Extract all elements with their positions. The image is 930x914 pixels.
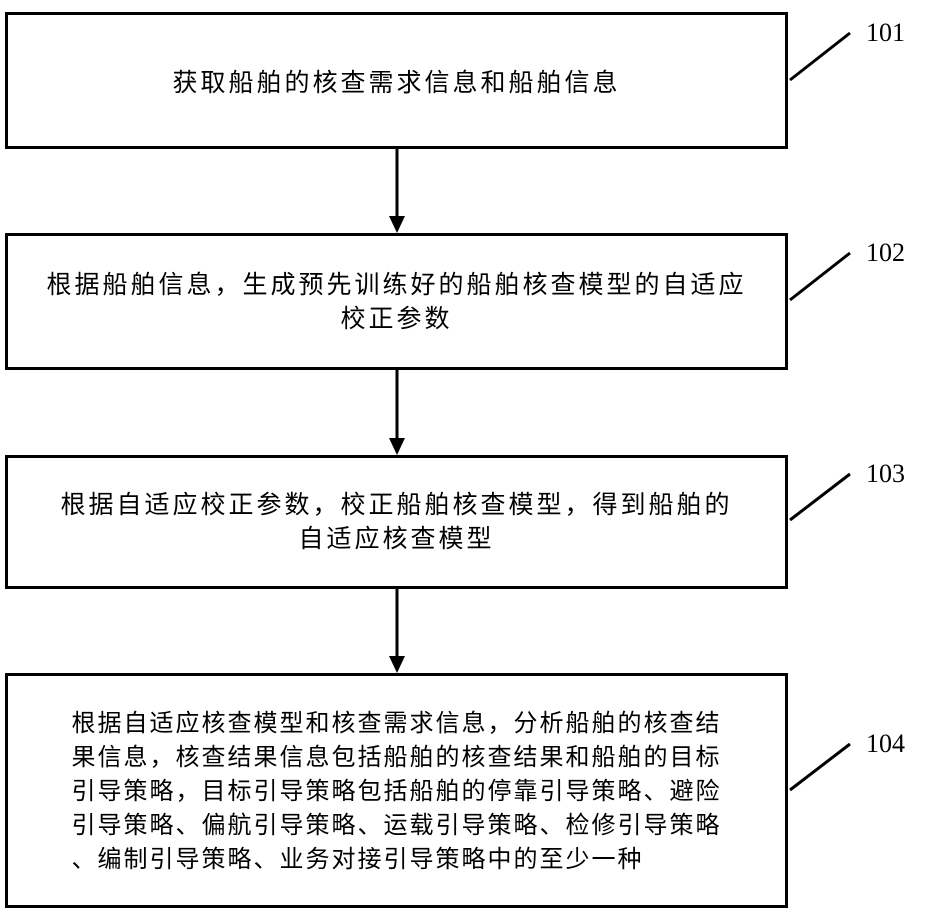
step-104-line-1: 根据自适应核查模型和核查需求信息，分析船舶的核查结 bbox=[71, 708, 722, 737]
step-text-102: 根据船舶信息，生成预先训练好的船舶核查模型的自适应 校正参数 bbox=[46, 268, 746, 336]
arrow-102-to-103 bbox=[389, 370, 405, 455]
step-box-102: 根据船舶信息，生成预先训练好的船舶核查模型的自适应 校正参数 bbox=[5, 233, 788, 370]
step-text-104: 根据自适应核查模型和核查需求信息，分析船舶的核查结 果信息，核查结果信息包括船舶… bbox=[72, 706, 722, 876]
step-number-104: 104 bbox=[866, 729, 905, 758]
arrow-101-to-102 bbox=[389, 149, 405, 233]
step-104-line-4: 引导策略、偏航引导策略、运载引导策略、检修引导策略 bbox=[71, 810, 722, 839]
step-number-102: 102 bbox=[866, 238, 905, 267]
step-104-line-5: 、编制引导策略、业务对接引导策略中的至少一种 bbox=[71, 844, 644, 873]
step-box-101: 获取船舶的核查需求信息和船舶信息 bbox=[5, 12, 788, 149]
step-103-line-2: 自适应核查模型 bbox=[298, 524, 495, 553]
step-104-line-2: 果信息，核查结果信息包括船舶的核查结果和船舶的目标 bbox=[71, 742, 722, 771]
step-101-line-1: 获取船舶的核查需求信息和船舶信息 bbox=[172, 67, 621, 97]
arrow-103-to-104 bbox=[389, 589, 405, 673]
step-number-101: 101 bbox=[866, 18, 905, 47]
step-box-103: 根据自适应校正参数，校正船舶核查模型，得到船舶的 自适应核查模型 bbox=[5, 455, 788, 589]
leader-line-102 bbox=[789, 251, 851, 302]
step-102-line-1: 根据船舶信息，生成预先训练好的船舶核查模型的自适应 bbox=[46, 269, 747, 299]
leader-line-103 bbox=[789, 472, 851, 522]
step-box-104: 根据自适应核查模型和核查需求信息，分析船舶的核查结 果信息，核查结果信息包括船舶… bbox=[5, 673, 788, 908]
step-103-line-1: 根据自适应校正参数，校正船舶核查模型，得到船舶的 bbox=[60, 490, 733, 519]
step-number-103: 103 bbox=[866, 459, 905, 488]
step-104-line-3: 引导策略，目标引导策略包括船舶的停靠引导策略、避险 bbox=[71, 776, 722, 805]
step-102-line-2: 校正参数 bbox=[340, 303, 453, 333]
leader-line-104 bbox=[789, 742, 851, 792]
step-text-103: 根据自适应校正参数，校正船舶核查模型，得到船舶的 自适应核查模型 bbox=[60, 488, 732, 556]
leader-line-101 bbox=[789, 31, 851, 82]
step-text-101: 获取船舶的核查需求信息和船舶信息 bbox=[172, 63, 620, 99]
